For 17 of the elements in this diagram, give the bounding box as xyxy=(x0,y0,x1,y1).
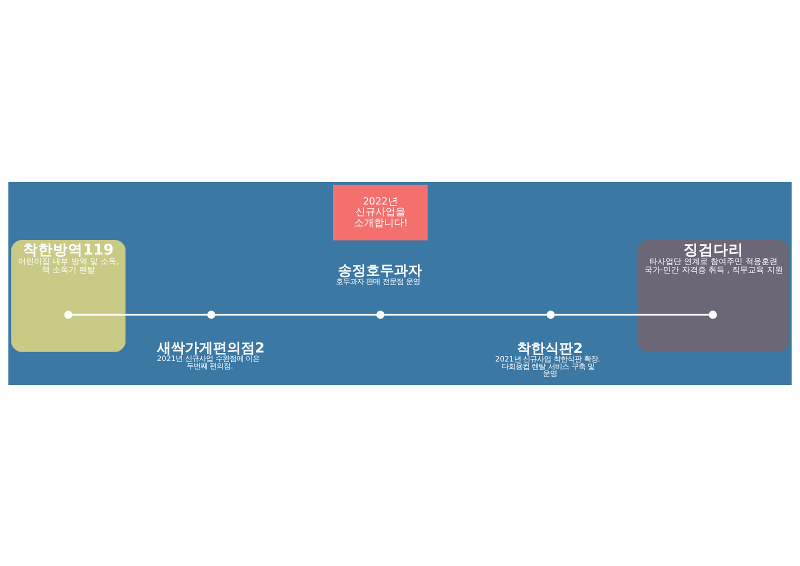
cluster: 착한방역119 어린이집 내부 방역 및 소독, 책 소독기 렌탈 xyxy=(11,240,126,352)
node-circle xyxy=(376,310,384,318)
node-circle xyxy=(546,310,555,318)
node-circle xyxy=(708,310,717,318)
node-label: 2021년 신규사업 수완점에 이은 두번째 편의점. xyxy=(156,354,260,370)
connector xyxy=(72,313,208,316)
cluster: 징검다리 타사업단 연계로 참여주민 적응훈련 국가·민간 자격증 취득 , 직무교육 지원 xyxy=(638,240,789,352)
connector xyxy=(554,313,709,316)
node-label: 새싹가게편의점2 xyxy=(156,340,265,356)
node-circle xyxy=(64,310,72,318)
node-label: 호두과자 판매 전문점 운영 xyxy=(336,276,420,286)
node-label: 송정호두과자 xyxy=(338,262,422,279)
connector xyxy=(215,313,377,316)
node-box: 2022년 신규사업을 소개합니다! xyxy=(333,184,428,240)
node-circle xyxy=(207,310,216,318)
node-label: 착한식판2 xyxy=(517,340,583,356)
connector xyxy=(384,313,547,316)
